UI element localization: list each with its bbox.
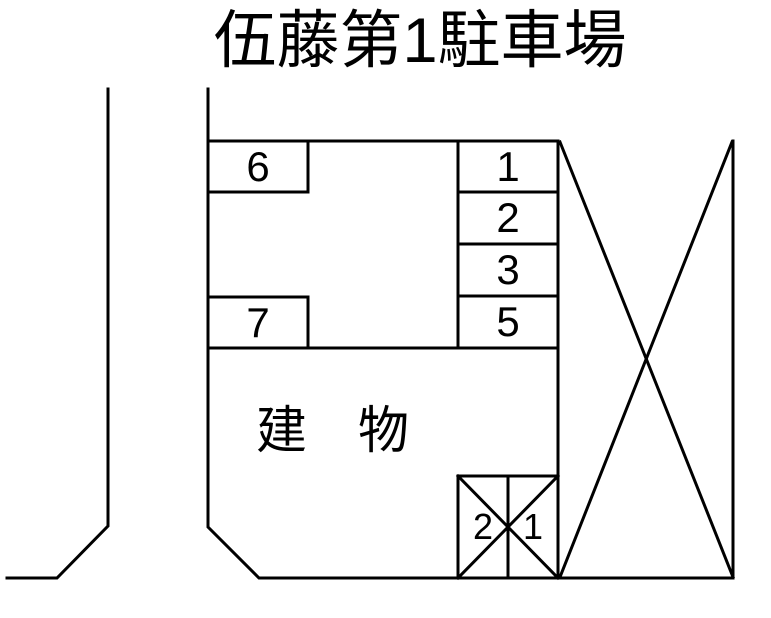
stall-label-6: 6 <box>246 142 270 190</box>
stall-6-box <box>206 139 310 194</box>
stall-label-2: 2 <box>496 194 520 241</box>
stall-label-3: 3 <box>496 246 520 293</box>
stall-label-5: 5 <box>496 298 520 345</box>
crossed-stall-label-2: 2 <box>472 506 494 547</box>
stall-7-box <box>206 295 310 350</box>
crossed-stall-label-1: 1 <box>522 506 544 547</box>
big-x-diagonal-2 <box>558 140 734 579</box>
building-label: 建 物 <box>256 402 410 459</box>
lot-boundary-line <box>206 87 735 580</box>
stall-label-7: 7 <box>246 298 270 346</box>
crossed-stalls-diagonal-2 <box>455 473 561 581</box>
diagram-title: 伍藤第1駐車場 <box>213 6 627 76</box>
road-edge-line <box>5 87 110 580</box>
stall-label-1: 1 <box>496 142 520 190</box>
